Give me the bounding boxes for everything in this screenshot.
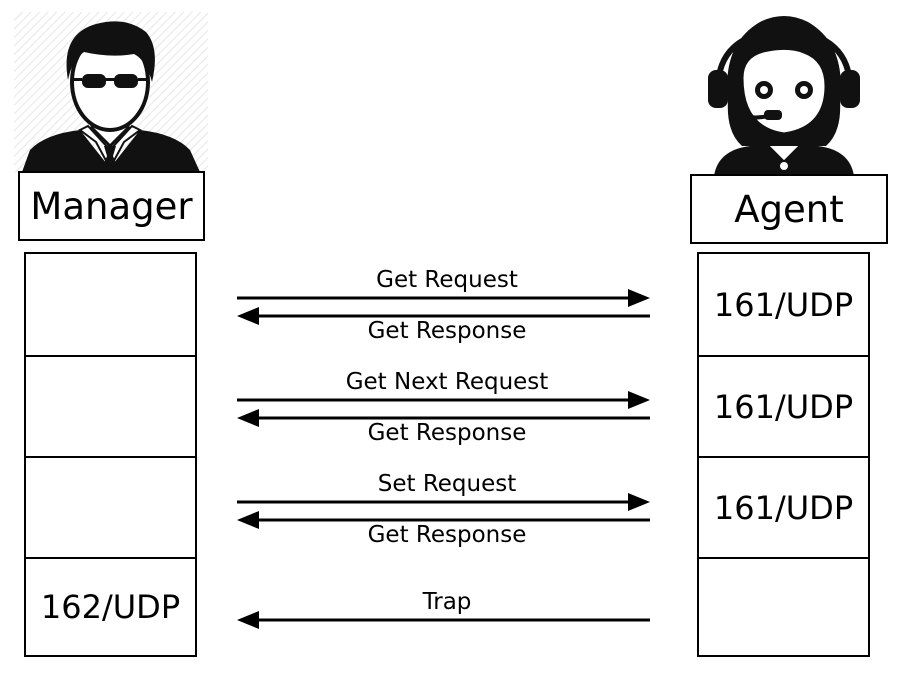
agent-port-cell bbox=[699, 557, 868, 655]
agent-port-cell: 161/UDP bbox=[699, 355, 868, 456]
msg-get-next-request: Get Next Request bbox=[345, 369, 549, 395]
msg-set-request: Set Request bbox=[377, 471, 517, 497]
manager-label: Manager bbox=[18, 171, 205, 241]
manager-port-cell: 162/UDP bbox=[26, 557, 195, 655]
manager-port-cell bbox=[26, 254, 195, 355]
arrow-get-next-request bbox=[237, 391, 650, 409]
agent-headset-person-icon bbox=[708, 16, 860, 176]
arrow-set-request bbox=[237, 493, 650, 511]
msg-get-response: Get Response bbox=[367, 318, 527, 344]
manager-port-cell bbox=[26, 456, 195, 557]
agent-port-stack: 161/UDP 161/UDP 161/UDP bbox=[697, 252, 870, 657]
arrow-get-response-1 bbox=[237, 307, 650, 325]
arrow-get-response-3 bbox=[237, 511, 650, 529]
msg-get-request: Get Request bbox=[376, 267, 518, 293]
manager-person-icon bbox=[14, 12, 208, 172]
agent-port-cell: 161/UDP bbox=[713, 285, 854, 324]
msg-trap: Trap bbox=[422, 589, 472, 615]
agent-label: Agent bbox=[690, 174, 888, 244]
manager-port-cell bbox=[26, 355, 195, 456]
arrow-get-request bbox=[237, 289, 650, 307]
msg-get-response: Get Response bbox=[367, 522, 527, 548]
arrow-get-response-2 bbox=[237, 409, 650, 427]
arrow-trap bbox=[237, 611, 650, 629]
agent-port-cell: 161/UDP bbox=[699, 456, 868, 557]
manager-port-stack: 162/UDP bbox=[24, 252, 197, 657]
msg-get-response: Get Response bbox=[367, 420, 527, 446]
